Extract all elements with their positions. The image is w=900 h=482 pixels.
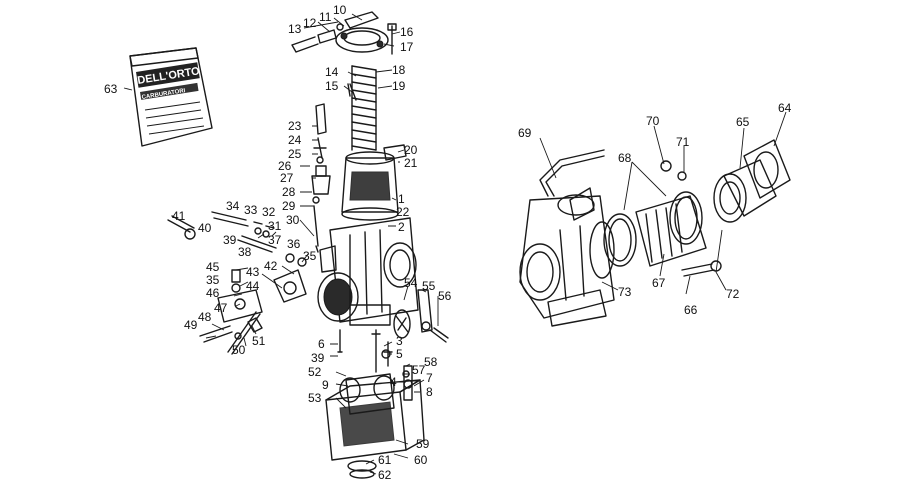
callout-14: 14 xyxy=(325,65,339,79)
top-cap-assembly xyxy=(291,11,397,151)
callout-18: 18 xyxy=(392,63,406,77)
callout-72: 72 xyxy=(726,287,740,301)
callout-5: 5 xyxy=(396,347,403,361)
callout-60: 60 xyxy=(414,453,428,467)
callout-58: 58 xyxy=(424,355,438,369)
callout-35-upper: 35 xyxy=(303,249,317,263)
callout-65: 65 xyxy=(736,115,750,129)
callout-21: 21 xyxy=(404,156,418,170)
callout-48: 48 xyxy=(198,310,212,324)
callout-labels: 1 2 3 4 5 6 7 8 9 10 11 12 13 14 15 16 1… xyxy=(104,3,792,482)
callout-43: 43 xyxy=(246,265,260,279)
callout-56: 56 xyxy=(438,289,452,303)
callout-67: 67 xyxy=(652,276,666,290)
callout-28: 28 xyxy=(282,185,296,199)
callout-41: 41 xyxy=(172,209,186,223)
leader-lines xyxy=(123,13,787,475)
callout-52: 52 xyxy=(308,365,322,379)
callout-1: 1 xyxy=(398,192,405,206)
callout-68: 68 xyxy=(618,151,632,165)
callout-59: 59 xyxy=(416,437,430,451)
callout-38: 38 xyxy=(238,245,252,259)
callout-54: 54 xyxy=(404,276,418,290)
callout-24: 24 xyxy=(288,133,302,147)
callout-20: 20 xyxy=(404,143,418,157)
callout-49: 49 xyxy=(184,318,198,332)
parts-bag-illustration: DELL'ORTO CARBURATORI xyxy=(129,47,213,147)
callout-39-left: 39 xyxy=(223,233,237,247)
callout-13: 13 xyxy=(288,22,302,36)
callout-23: 23 xyxy=(288,119,302,133)
callout-36: 36 xyxy=(287,237,301,251)
callout-64: 64 xyxy=(778,101,792,115)
callout-55: 55 xyxy=(422,279,436,293)
callout-11: 11 xyxy=(319,10,332,24)
callout-51: 51 xyxy=(252,334,266,348)
assembled-carburetor xyxy=(519,139,791,327)
callout-29: 29 xyxy=(282,199,296,213)
callout-42: 42 xyxy=(264,259,278,273)
callout-30: 30 xyxy=(286,213,300,227)
right-side-parts xyxy=(393,289,449,378)
callout-73: 73 xyxy=(618,285,632,299)
callout-62: 62 xyxy=(378,468,392,482)
throttle-slide xyxy=(341,144,407,221)
callout-63: 63 xyxy=(104,82,118,96)
callout-69: 69 xyxy=(518,126,532,140)
callout-70: 70 xyxy=(646,114,660,128)
callout-8: 8 xyxy=(426,385,433,399)
callout-4: 4 xyxy=(390,375,397,389)
callout-3: 3 xyxy=(396,334,403,348)
callout-22: 22 xyxy=(396,205,410,219)
callout-25: 25 xyxy=(288,147,302,161)
float-bowl xyxy=(325,373,425,479)
callout-47: 47 xyxy=(214,301,228,315)
callout-39-lower: 39 xyxy=(311,351,325,365)
callout-40: 40 xyxy=(198,221,212,235)
callout-7: 7 xyxy=(426,371,433,385)
callout-15: 15 xyxy=(325,79,339,93)
callout-26: 26 xyxy=(278,159,292,173)
callout-34: 34 xyxy=(226,199,240,213)
callout-61: 61 xyxy=(378,453,392,467)
callout-71: 71 xyxy=(676,135,690,149)
callout-19: 19 xyxy=(392,79,406,93)
callout-12: 12 xyxy=(303,16,317,30)
callout-17: 17 xyxy=(400,40,414,54)
callout-2: 2 xyxy=(398,220,405,234)
callout-50: 50 xyxy=(232,343,246,357)
callout-9: 9 xyxy=(322,378,329,392)
callout-66: 66 xyxy=(684,303,698,317)
carburetor-body xyxy=(317,217,419,326)
callout-16: 16 xyxy=(400,25,414,39)
callout-6: 6 xyxy=(318,337,325,351)
callout-32: 32 xyxy=(262,205,276,219)
callout-37: 37 xyxy=(268,233,282,247)
callout-57: 57 xyxy=(412,363,426,377)
callout-53: 53 xyxy=(308,391,322,405)
left-side-parts xyxy=(167,103,331,355)
callout-31: 31 xyxy=(268,219,282,233)
callout-45: 45 xyxy=(206,260,220,274)
callout-35-lower: 35 xyxy=(206,273,220,287)
callout-46: 46 xyxy=(206,286,220,300)
callout-33: 33 xyxy=(244,203,258,217)
callout-27: 27 xyxy=(280,171,294,185)
callout-44: 44 xyxy=(246,279,260,293)
callout-10: 10 xyxy=(333,3,347,17)
